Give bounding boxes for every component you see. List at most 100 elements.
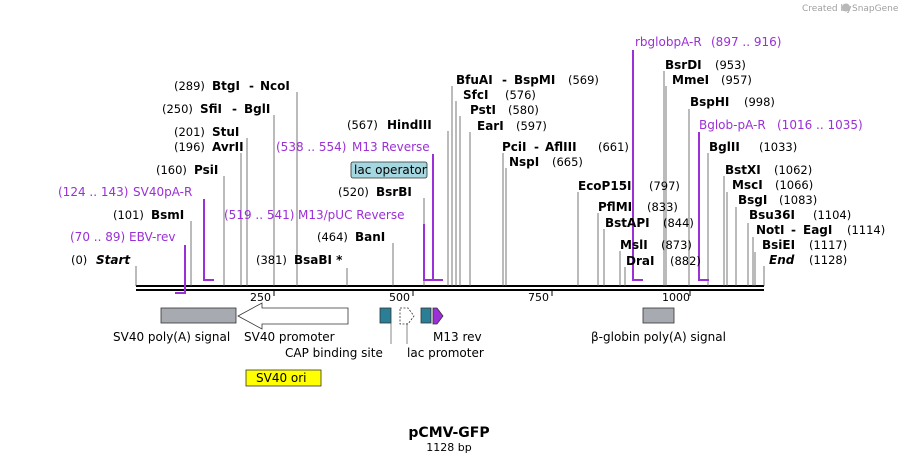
- svg-text:(1128): (1128): [809, 253, 847, 267]
- svg-text:BspHI: BspHI: [690, 95, 729, 109]
- globin-polya-label: β-globin poly(A) signal: [591, 330, 726, 344]
- svg-text:(882): (882): [670, 254, 701, 268]
- primer-ebv-rev: (70 .. 89) EBV-rev: [70, 230, 175, 244]
- site-end: End (1128): [769, 253, 847, 267]
- svg-text:Start: Start: [96, 253, 131, 267]
- svg-text:(464): (464): [317, 230, 348, 244]
- primer-bglob-pa-r: Bglob-pA-R (1016 .. 1035): [699, 118, 863, 132]
- ruler-tick-500: 500: [389, 291, 410, 304]
- site-bsiei: BsiEI (1117): [762, 238, 847, 252]
- site-psii: (160) PsiI: [156, 163, 218, 177]
- svg-text:(897 .. 916): (897 .. 916): [711, 35, 781, 49]
- svg-text:EagI: EagI: [803, 223, 832, 237]
- ruler: 250 500 750 1000: [250, 290, 691, 304]
- site-bfuai-bspmi: BfuAI - BspMI (569): [456, 73, 599, 87]
- svg-text:(0): (0): [71, 253, 87, 267]
- site-mmei: MmeI (957): [672, 73, 752, 87]
- svg-text:SfiI: SfiI: [200, 102, 222, 116]
- site-psti: PstI (580): [470, 103, 539, 117]
- site-bsphi: BspHI (998): [690, 95, 775, 109]
- site-msli: MslI (873): [620, 238, 692, 252]
- svg-text:(569): (569): [568, 73, 599, 87]
- credit-prefix: Created by: [802, 4, 852, 14]
- site-drai: DraI (882): [626, 254, 701, 268]
- svg-text:MmeI: MmeI: [672, 73, 709, 87]
- site-bsrbi: (520) BsrBI: [338, 185, 412, 199]
- svg-text:(520): (520): [338, 185, 369, 199]
- globin-polya-feature: [642, 307, 675, 324]
- site-bsmi: (101) BsmI: [113, 208, 184, 222]
- svg-text:(567): (567): [347, 118, 378, 132]
- svg-text:(160): (160): [156, 163, 187, 177]
- svg-text:Bglob-pA-R: Bglob-pA-R: [699, 118, 766, 132]
- sv40-promoter-arrow: [237, 302, 349, 330]
- site-eari: EarI (597): [477, 119, 547, 133]
- svg-text:NspI: NspI: [509, 155, 539, 169]
- svg-text:(201): (201): [174, 125, 205, 139]
- svg-text:SV40pA-R: SV40pA-R: [133, 185, 192, 199]
- svg-text:(70 .. 89): (70 .. 89): [70, 230, 125, 244]
- svg-text:MslI: MslI: [620, 238, 648, 252]
- lac-promoter-label: lac promoter: [407, 346, 484, 360]
- site-bani: (464) BanI: [317, 230, 385, 244]
- svg-text:(289): (289): [174, 79, 205, 93]
- svg-text:NotI: NotI: [756, 223, 785, 237]
- svg-text:Bsu36I: Bsu36I: [749, 208, 795, 222]
- snapgene-logo-icon: [842, 3, 850, 12]
- site-hindiii: (567) HindIII: [347, 118, 432, 132]
- svg-text:PflMI: PflMI: [598, 200, 632, 214]
- sv40-polya-feature: [160, 307, 237, 324]
- snapgene-credit: Created by SnapGene: [802, 3, 899, 14]
- primer-rbglobpa-r: rbglobpA-R (897 .. 916): [635, 35, 781, 49]
- site-bstapi: BstAPI (844): [605, 216, 694, 230]
- svg-text:HindIII: HindIII: [387, 118, 432, 132]
- cut-site-leaders: [135, 71, 765, 286]
- svg-text:(101): (101): [113, 208, 144, 222]
- svg-text:(1033): (1033): [759, 140, 797, 154]
- ruler-tick-1000: 1000: [662, 291, 690, 304]
- svg-text:(661): (661): [598, 140, 629, 154]
- primer-sv40pa-r: (124 .. 143) SV40pA-R: [58, 185, 192, 199]
- lac-operator-feature: [420, 307, 432, 324]
- svg-text:EBV-rev: EBV-rev: [129, 230, 175, 244]
- svg-text:BanI: BanI: [355, 230, 385, 244]
- features-track: [160, 302, 675, 330]
- svg-text:-: -: [534, 140, 539, 154]
- svg-text:-: -: [502, 73, 507, 87]
- svg-text:(953): (953): [715, 58, 746, 72]
- svg-text:(250): (250): [162, 102, 193, 116]
- svg-text:rbglobpA-R: rbglobpA-R: [635, 35, 702, 49]
- svg-text:M13 Reverse: M13 Reverse: [352, 140, 430, 154]
- svg-text:(957): (957): [721, 73, 752, 87]
- svg-text:BsrBI: BsrBI: [376, 185, 412, 199]
- site-bsabi: (381) BsaBI *: [256, 253, 343, 267]
- svg-text:(576): (576): [505, 88, 536, 102]
- svg-text:BsmI: BsmI: [151, 208, 184, 222]
- svg-text:(665): (665): [552, 155, 583, 169]
- svg-text:BglII: BglII: [709, 140, 740, 154]
- svg-text:BstXI: BstXI: [725, 163, 761, 177]
- site-noti-eagi: NotI - EagI (1114): [756, 223, 885, 237]
- svg-text:BstAPI: BstAPI: [605, 216, 650, 230]
- svg-text:(833): (833): [647, 200, 678, 214]
- ruler-tick-250: 250: [250, 291, 271, 304]
- svg-text:NcoI: NcoI: [260, 79, 290, 93]
- plasmid-title: pCMV-GFP: [408, 425, 489, 441]
- svg-text:PciI: PciI: [502, 140, 527, 154]
- site-ecop15i: EcoP15I (797): [578, 179, 680, 193]
- sv40-polya-label: SV40 poly(A) signal: [113, 330, 230, 344]
- svg-text:EcoP15I: EcoP15I: [578, 179, 632, 193]
- svg-text:(1114): (1114): [847, 223, 885, 237]
- site-sfii-bgli: (250) SfiI - BglI: [162, 102, 270, 116]
- lac-promoter-arrow: [399, 307, 415, 325]
- site-sfci: SfcI (576): [463, 88, 536, 102]
- site-pflmi: PflMI (833): [598, 200, 678, 214]
- svg-text:AvrII: AvrII: [212, 140, 244, 154]
- site-nspi: NspI (665): [509, 155, 583, 169]
- cap-binding-site-feature: [379, 307, 392, 324]
- svg-text:-: -: [791, 223, 796, 237]
- svg-text:(538 .. 554): (538 .. 554): [276, 140, 346, 154]
- m13-rev-label: M13 rev: [433, 330, 482, 344]
- svg-text:(998): (998): [744, 95, 775, 109]
